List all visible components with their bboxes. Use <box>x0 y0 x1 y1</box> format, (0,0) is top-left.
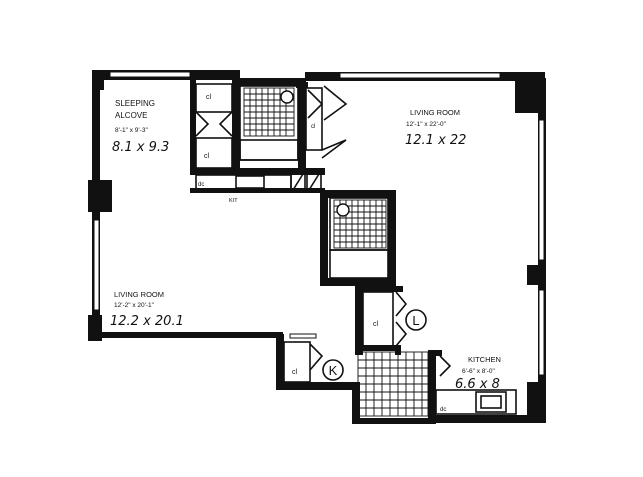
dishwasher-label: dc <box>198 182 204 188</box>
door-swings <box>195 85 452 377</box>
kitchen-handwritten-size: 6.6 x 8 <box>455 377 500 392</box>
closet-label: cl <box>206 94 212 101</box>
living-room-2-handwritten-size: 12.2 x 20.1 <box>110 314 184 329</box>
kitchen-name: KITCHEN <box>468 355 501 364</box>
bathroom-tile-upper <box>243 87 295 137</box>
dishwasher-label: dc <box>440 407 446 413</box>
kitchen-printed-size: 6'-6" x 8'-0" <box>462 368 495 375</box>
sleeping-alcove-name-line1: SLEEPING <box>115 99 155 108</box>
fixture-labels: cl cl cl cl cl dc dc KIT <box>198 94 446 413</box>
living-room-1-printed-size: 12'-1" x 22'-0" <box>406 121 447 128</box>
room-living-room-1: LIVING ROOM 12'-1" x 22'-0" 12.1 x 22 <box>405 108 466 148</box>
living-room-1-handwritten-size: 12.1 x 22 <box>405 133 466 148</box>
room-living-room-2: LIVING ROOM 12'-2" x 20'-1" 12.2 x 20.1 <box>110 290 184 329</box>
living-room-2-printed-size: 12'-2" x 20'-1" <box>114 302 155 309</box>
closet-label: cl <box>204 153 210 160</box>
closet-label: cl <box>373 321 379 328</box>
marker-k-text: K <box>329 363 338 378</box>
windows <box>93 71 545 376</box>
sleeping-alcove-name-line2: ALCOVE <box>115 111 147 120</box>
kitchenette-label: KIT <box>229 198 238 204</box>
sleeping-alcove-handwritten-size: 8.1 x 9.3 <box>112 140 169 155</box>
marker-l: L <box>405 309 427 331</box>
foyer-tile <box>357 351 429 417</box>
closet-label: cl <box>292 369 298 376</box>
room-sleeping-alcove: SLEEPING ALCOVE 8'-1" x 9'-3" 8.1 x 9.3 <box>112 99 169 155</box>
closet-label: cl <box>311 124 315 130</box>
bathroom-tile-lower <box>333 199 387 249</box>
living-room-1-name: LIVING ROOM <box>410 108 460 117</box>
marker-l-text: L <box>412 313 419 328</box>
interior-walls <box>190 78 517 415</box>
marker-k: K <box>322 359 344 381</box>
living-room-2-name: LIVING ROOM <box>114 290 164 299</box>
sleeping-alcove-printed-size: 8'-1" x 9'-3" <box>115 127 148 134</box>
room-kitchen: KITCHEN 6'-6" x 8'-0" 6.6 x 8 <box>455 355 501 392</box>
